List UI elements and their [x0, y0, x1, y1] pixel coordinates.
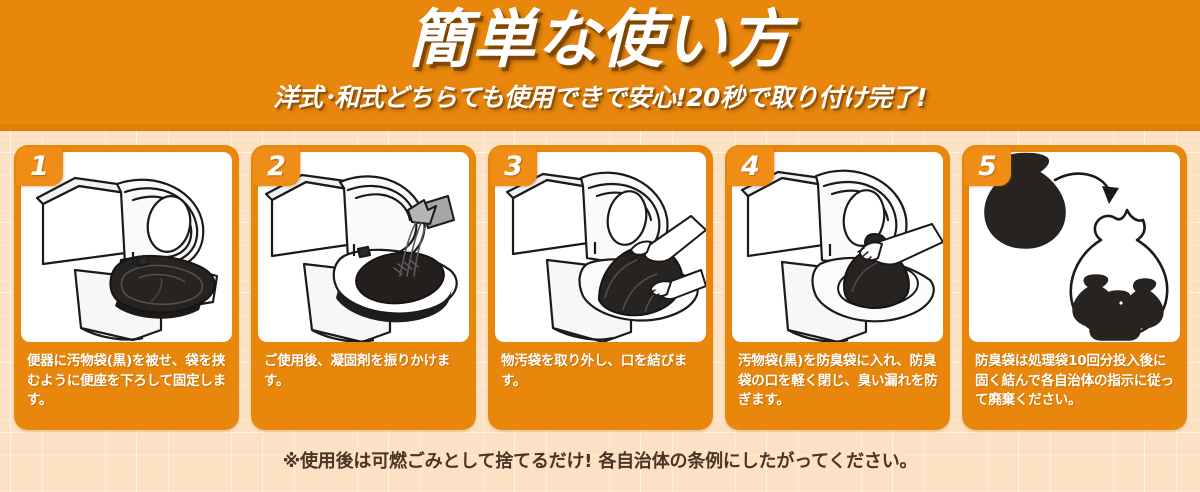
step-card-5: 5 防臭袋は処理袋10回分投入後に固く結んで各自治体の指示に従って廃棄ください。 [962, 145, 1187, 430]
step-illustration-5 [969, 152, 1180, 342]
step-number-1: 1 [16, 147, 63, 186]
step-number-3: 3 [490, 147, 537, 186]
step-number-2: 2 [253, 147, 300, 186]
step-caption-4: 汚物袋(黒)を防臭袋に入れ、防臭袋の口を軽く閉じ、臭い漏れを防ぎます。 [738, 353, 938, 408]
footer-note: ※使用後は可燃ごみとして捨てるだけ! 各自治体の条例にしたがってください。 [282, 451, 918, 472]
step-number-5: 5 [964, 147, 1011, 186]
step-caption-3: 物汚袋を取り外し、口を結びます。 [501, 353, 688, 389]
steps-row: 1 便器に汚物袋(黒)を被せ、袋を挟むように便座を下ろして固定します。 [14, 145, 1187, 430]
step-card-4: 4 汚物袋(黒)を防臭袋に入れ、防臭袋の口を軽く閉じ、臭い漏れを防ぎます。 [725, 145, 950, 430]
header-banner: 簡単な使い方 洋式･和式どちらても使用できで安心!20秒で取り付け完了! [0, 0, 1200, 131]
step-number-4: 4 [727, 147, 774, 186]
page-subtitle: 洋式･和式どちらても使用できで安心!20秒で取り付け完了! [273, 83, 927, 112]
step-caption-2: ご使用後、凝固剤を振りかけます。 [264, 353, 451, 389]
step-card-3: 3 物汚袋を取り外し、口を結びます。 [488, 145, 713, 430]
page-title: 簡単な使い方 [408, 3, 792, 76]
step-caption-5: 防臭袋は処理袋10回分投入後に固く結んで各自治体の指示に従って廃棄ください。 [975, 353, 1174, 408]
step-caption-1: 便器に汚物袋(黒)を被せ、袋を挟むように便座を下ろして固定します。 [27, 353, 227, 408]
step-card-1: 1 便器に汚物袋(黒)を被せ、袋を挟むように便座を下ろして固定します。 [14, 145, 239, 430]
step-card-2: 2 ご使用後、凝固剤を振りかけます。 [251, 145, 476, 430]
